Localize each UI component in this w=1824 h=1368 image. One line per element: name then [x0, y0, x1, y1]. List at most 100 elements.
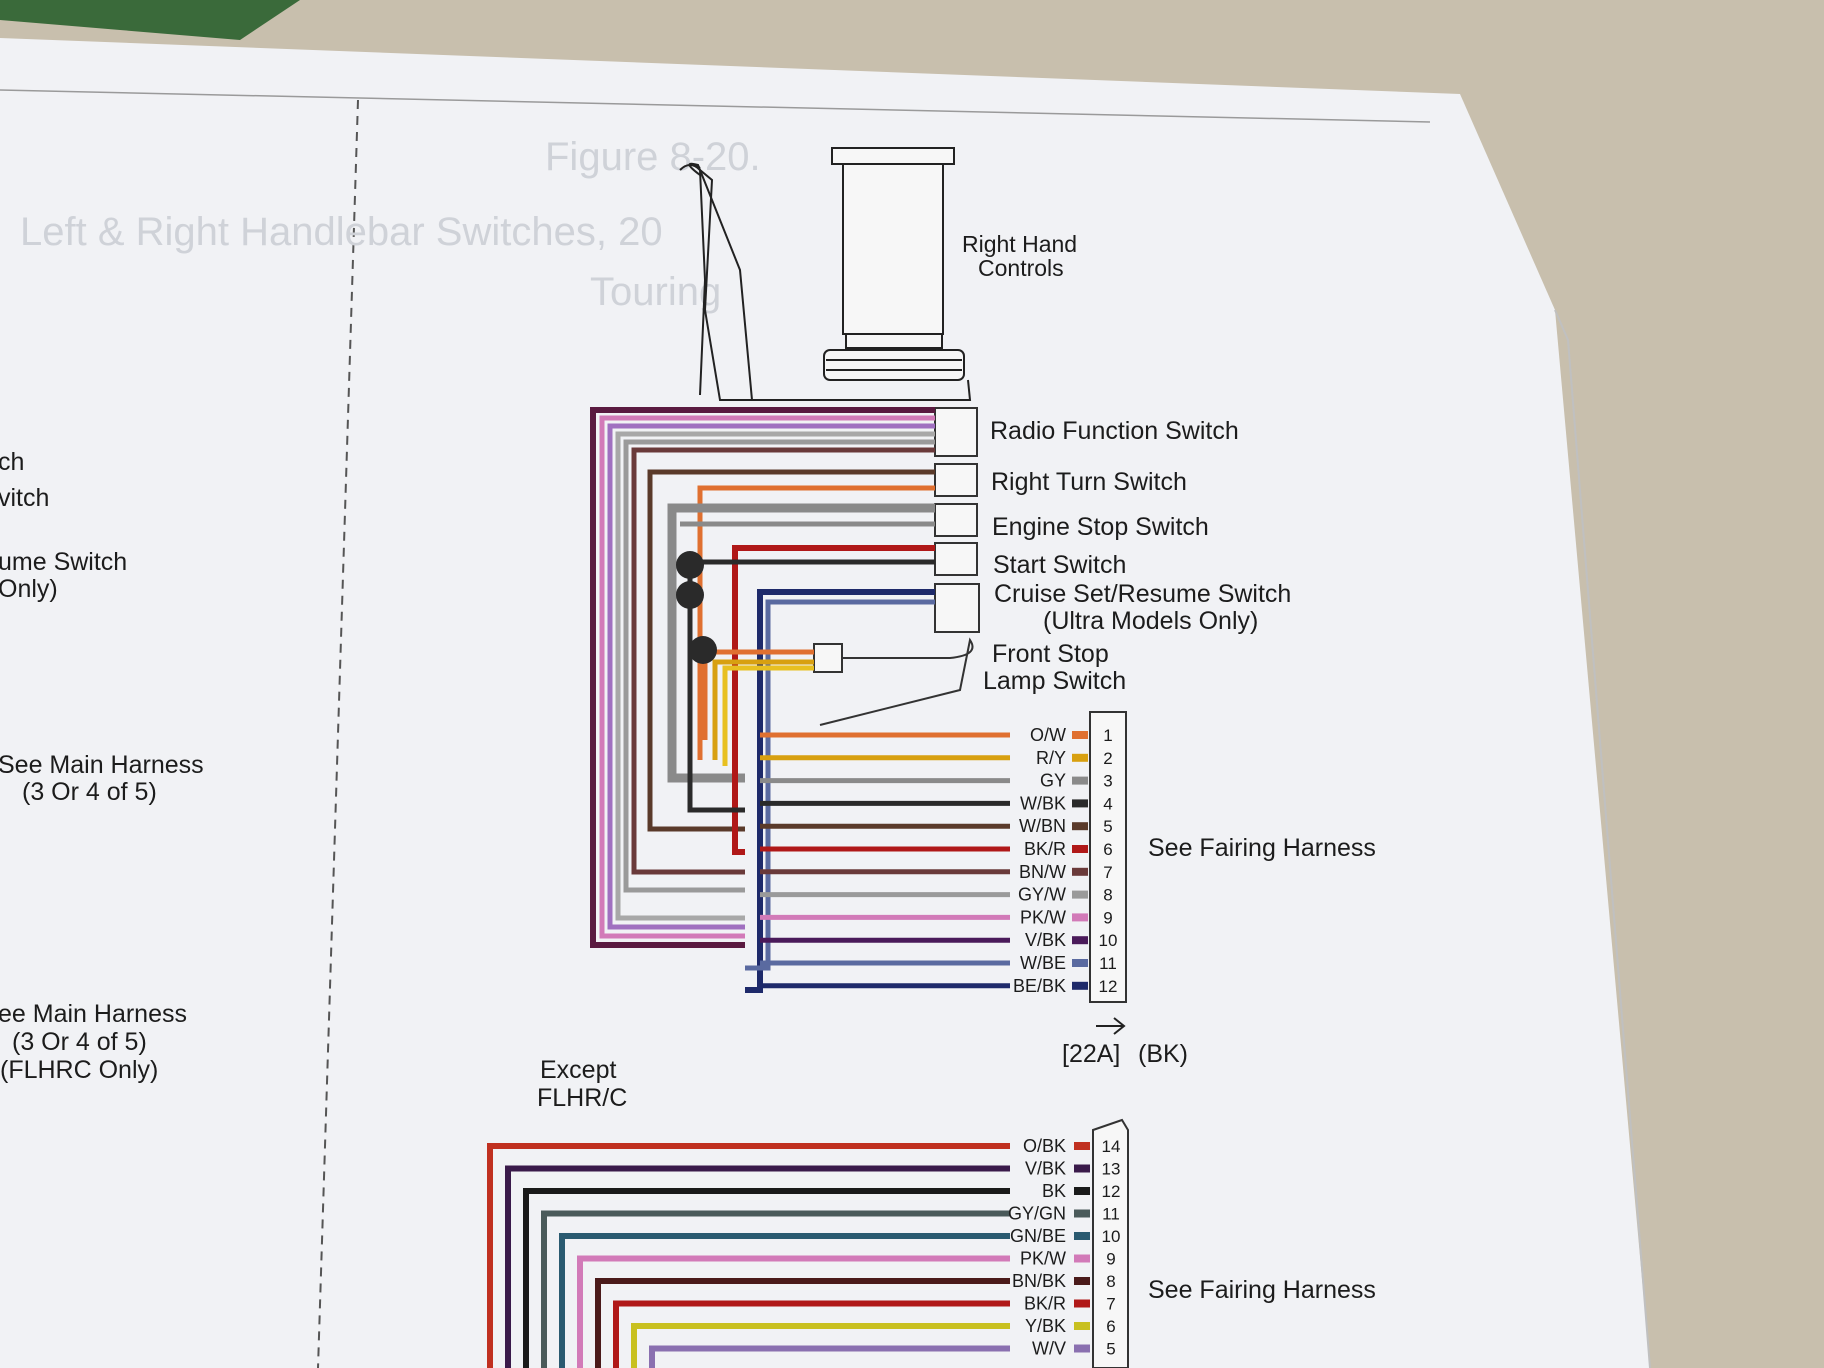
lower-wire-terminal-11	[1074, 1209, 1090, 1218]
wire-terminal-9	[1072, 913, 1088, 922]
except-flhrc-label-2: FLHR/C	[537, 1084, 627, 1112]
pin-number-label: 1	[1103, 726, 1112, 745]
pin-number-label: 5	[1103, 817, 1112, 836]
lower-wire-gy-gn	[541, 1210, 1010, 1368]
lower-pin-number-label: 5	[1106, 1340, 1115, 1359]
lower-pin-number-label: 12	[1102, 1182, 1121, 1201]
wire-code-label: W/BK	[1020, 793, 1066, 813]
lower-wire-y-bk	[631, 1323, 1010, 1368]
engine-stop-switch-label: Engine Stop Switch	[992, 513, 1209, 541]
lower-wire-bk-r	[613, 1300, 1010, 1368]
engine-stop-switch-box	[934, 503, 978, 537]
handlebar-controls-drawing	[679, 147, 972, 401]
lower-pin-number-label: 6	[1106, 1317, 1115, 1336]
pin-number-label: 10	[1099, 931, 1118, 950]
lower-wire-code-label: O/BK	[1023, 1136, 1066, 1156]
lower-wire-bk	[523, 1188, 1010, 1368]
lower-wire-terminal-8	[1074, 1277, 1090, 1285]
ghost-title-2: Left & Right Handlebar Switches, 20	[20, 210, 663, 254]
lower-wire-terminal-5	[1074, 1344, 1090, 1353]
main-harness-ref-b: ee Main Harness	[0, 1000, 187, 1028]
connector-orientation-arrow-icon	[1096, 1017, 1126, 1035]
left-fragment-2: vitch	[0, 484, 49, 512]
wire-code-label: W/BN	[1019, 816, 1066, 836]
pin-number-label: 6	[1103, 840, 1112, 859]
connector-22a-color: (BK)	[1138, 1040, 1188, 1068]
lower-wire-terminal-14	[1074, 1142, 1090, 1150]
radio-function-switch-box	[934, 407, 978, 457]
right-turn-switch-label: Right Turn Switch	[991, 468, 1187, 496]
lamp-switch-leader	[819, 637, 974, 726]
wire-terminal-3	[1072, 776, 1088, 785]
fold-line	[317, 99, 359, 1368]
page-edge	[1554, 309, 1651, 1368]
connector-lower-body	[1092, 1118, 1129, 1368]
upper-harness-wires	[590, 407, 935, 993]
start-switch-box	[934, 542, 978, 576]
lower-wire-bn-bk	[595, 1278, 1010, 1368]
front-stop-lamp-switch-box	[813, 643, 843, 673]
main-harness-ref-b-part: (3 Or 4 of 5)	[12, 1028, 147, 1056]
lower-wire-code-label: V/BK	[1025, 1159, 1066, 1179]
lower-pin-number-label: 14	[1102, 1137, 1121, 1156]
header-rule	[0, 89, 1431, 123]
ghost-title-1: Figure 8-20.	[545, 135, 761, 179]
lower-wire-terminal-9	[1074, 1254, 1090, 1263]
right-hand-controls-label: Right Hand	[962, 231, 1077, 257]
main-harness-ref-b-note: (FLHRC Only)	[0, 1056, 158, 1084]
except-flhrc-label: Except	[540, 1056, 616, 1084]
lower-wire-code-label: BK	[1042, 1181, 1066, 1201]
left-fragment-1: ch	[0, 448, 24, 476]
lower-pin-number-label: 8	[1106, 1272, 1115, 1291]
pin-number-label: 8	[1103, 886, 1112, 905]
ghost-title-3: Touring	[590, 270, 721, 314]
lower-wire-code-label: GN/BE	[1010, 1226, 1066, 1246]
front-stop-lamp-note: Lamp Switch	[983, 667, 1126, 695]
lower-wire-code-label: GY/GN	[1008, 1204, 1066, 1224]
lower-pin-number-label: 13	[1102, 1160, 1121, 1179]
pin-number-label: 3	[1103, 772, 1112, 791]
wire-code-label: R/Y	[1036, 748, 1066, 768]
wire-code-label: V/BK	[1025, 930, 1066, 950]
wire-terminal-8	[1072, 890, 1088, 899]
pin-number-label: 12	[1099, 977, 1118, 996]
lower-wire-terminal-10	[1074, 1232, 1090, 1240]
start-switch-label: Start Switch	[993, 551, 1126, 579]
cruise-switch-box	[934, 583, 980, 633]
lower-wire-code-label: W/V	[1032, 1339, 1066, 1359]
wire-code-label: O/W	[1030, 725, 1066, 745]
wire-code-label: GY	[1040, 771, 1066, 791]
wire-code-label: PK/W	[1020, 907, 1066, 927]
connector-22a-body	[1089, 711, 1127, 1003]
fairing-harness-label-upper: See Fairing Harness	[1148, 834, 1376, 862]
pin-number-label: 2	[1103, 749, 1112, 768]
cruise-switch-label: Cruise Set/Resume Switch	[994, 580, 1291, 608]
wire-code-label: BE/BK	[1013, 976, 1066, 996]
switch-boxes	[813, 407, 980, 726]
wire-terminal-4	[1072, 799, 1088, 808]
lower-wire-w-v	[649, 1345, 1010, 1368]
lower-wire-v-bk	[505, 1165, 1010, 1368]
radio-function-switch-label: Radio Function Switch	[990, 417, 1239, 445]
right-hand-controls-label-2: Controls	[978, 255, 1064, 281]
lower-wire-terminal-6	[1074, 1322, 1090, 1330]
splice-dots	[676, 551, 717, 664]
lower-wire-code-label: PK/W	[1020, 1249, 1066, 1269]
left-fragment-3: ume Switch	[0, 548, 127, 576]
wire-terminal-5	[1072, 822, 1088, 831]
lower-wire-gn-be	[559, 1233, 1010, 1368]
fairing-harness-label-lower: See Fairing Harness	[1148, 1276, 1376, 1304]
wire-code-label: W/BE	[1020, 953, 1066, 973]
wire-terminal-11	[1072, 959, 1088, 967]
lower-wire-code-label: BK/R	[1024, 1294, 1066, 1314]
wire-terminal-2	[1072, 753, 1088, 762]
lower-pin-number-label: 11	[1102, 1205, 1120, 1224]
lower-pin-number-label: 10	[1102, 1227, 1121, 1246]
lower-wire-code-label: Y/BK	[1025, 1316, 1066, 1336]
left-fragment-4: Only)	[0, 575, 58, 603]
wire-terminal-1	[1072, 731, 1088, 739]
paper-sheet	[0, 38, 1650, 1368]
wire-code-label: GY/W	[1018, 885, 1066, 905]
